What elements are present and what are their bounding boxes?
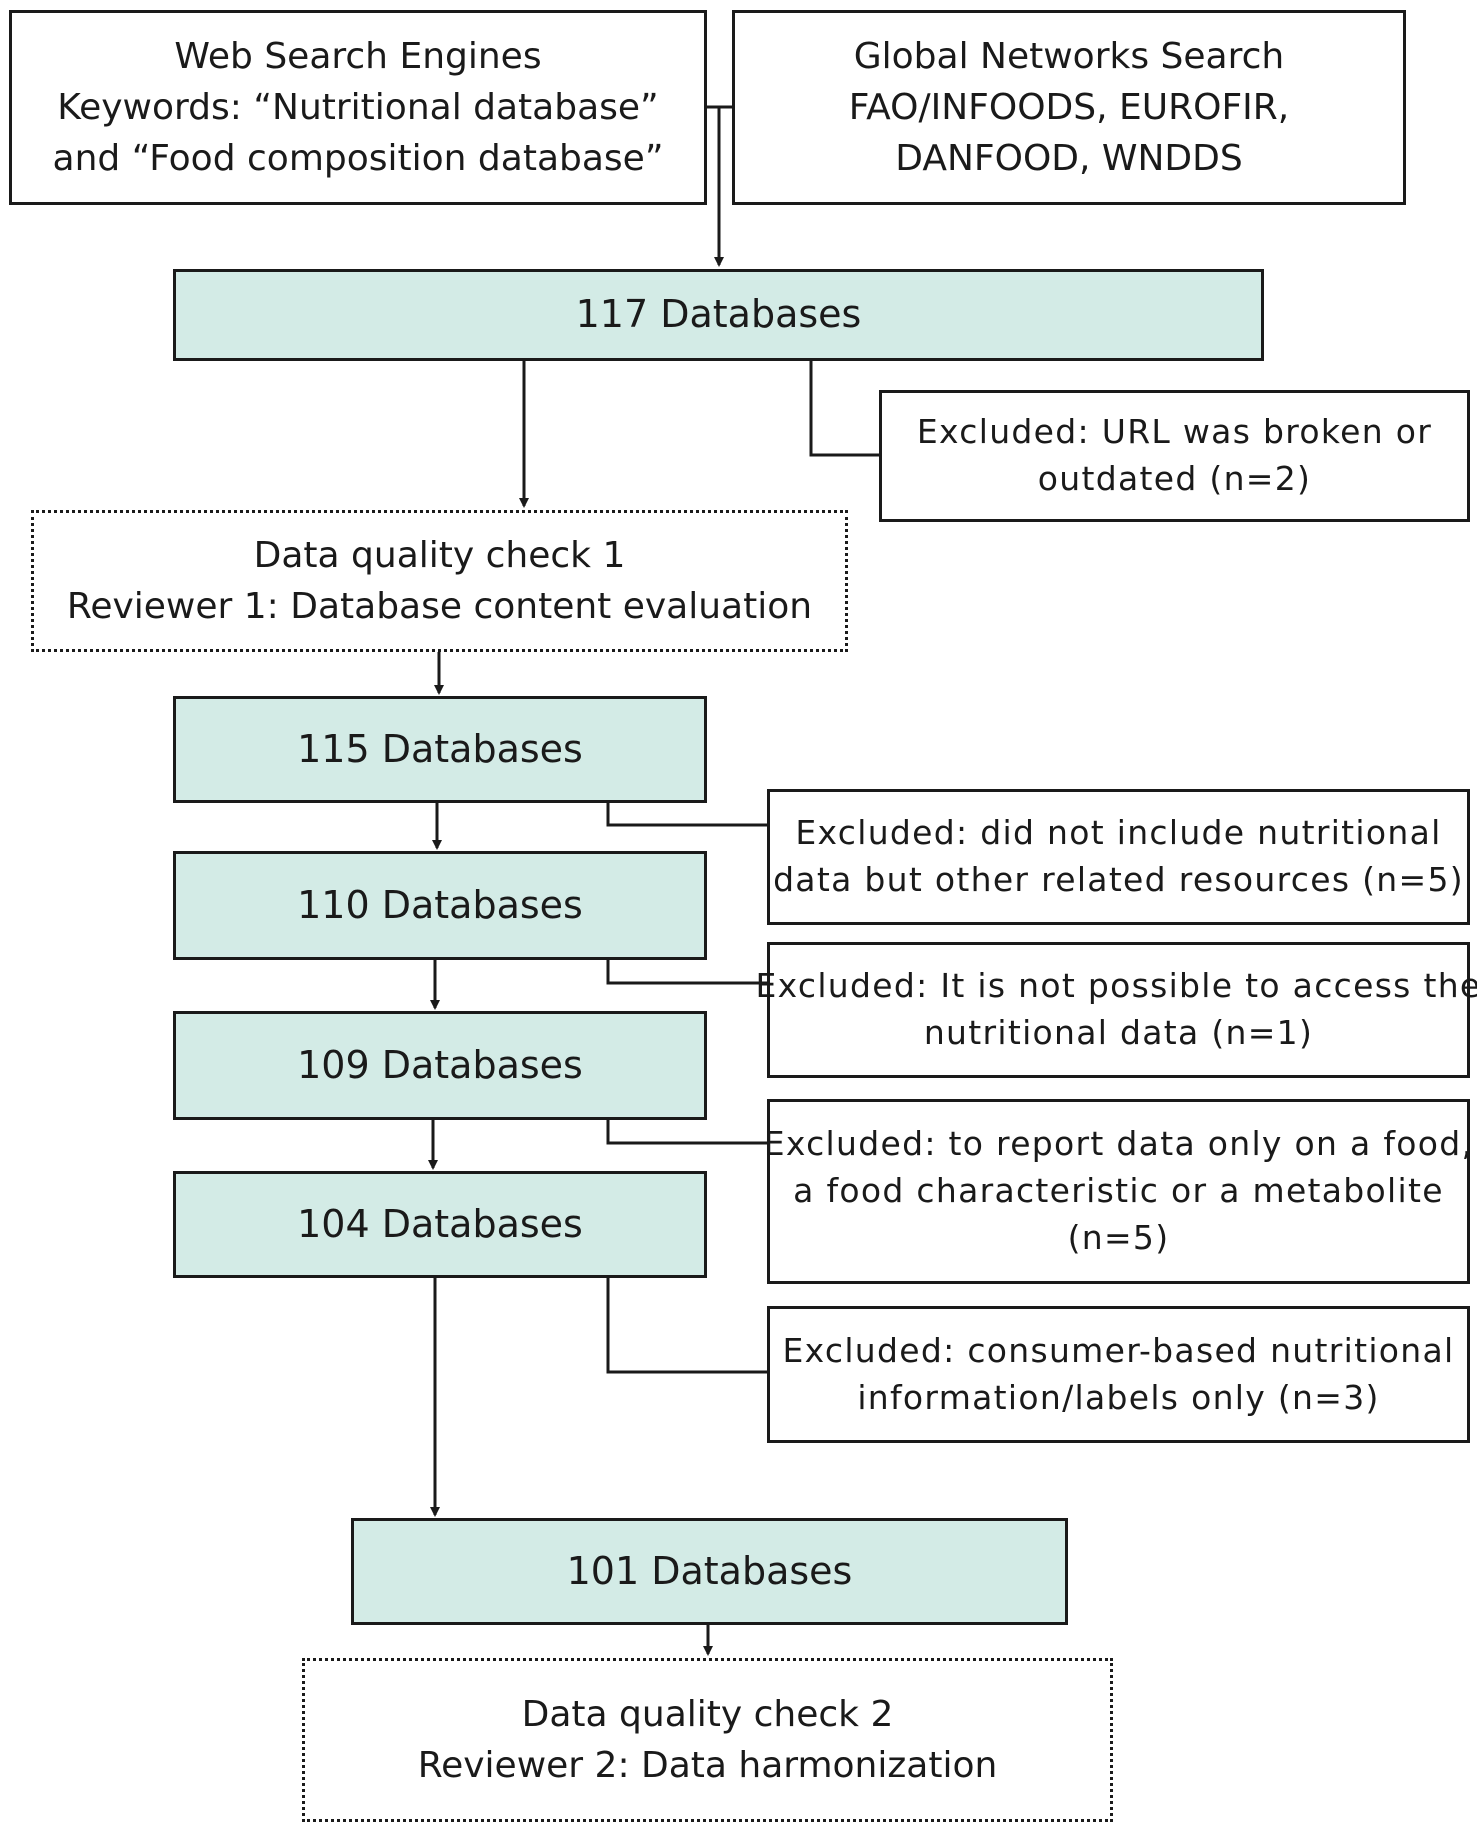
global-networks-list-2: DANFOOD, WNDDS — [895, 138, 1243, 180]
web-search-box: Web Search Engines Keywords: “Nutritiona… — [9, 10, 707, 205]
exclusion-broken-url: Excluded: URL was broken or outdated (n=… — [879, 390, 1470, 522]
branch-consumer — [606, 1278, 767, 1374]
exclusion-single-food-line-2: a food characteristic or a metabolite — [793, 1171, 1444, 1211]
data-quality-check-1: Data quality check 1 Reviewer 1: Databas… — [31, 510, 848, 652]
stage-115-label: 115 Databases — [297, 726, 583, 771]
exclusion-broken-url-line-1: Excluded: URL was broken or — [916, 412, 1433, 452]
exclusion-not-nutritional: Excluded: did not include nutritional da… — [767, 789, 1470, 925]
exclusion-no-access-line-2: nutritional data (n=1) — [923, 1013, 1314, 1052]
exclusion-no-access: Excluded: It is not possible to access t… — [755, 942, 1477, 1078]
web-search-keywords-1: Keywords: “Nutritional database” — [57, 86, 659, 128]
exclusion-no-access-line-1: Excluded: It is not possible to access t… — [755, 966, 1477, 1006]
stage-110-databases: 110 Databases — [173, 851, 707, 960]
global-networks-list-1: FAO/INFOODS, EUROFIR, — [848, 86, 1290, 128]
stage-101-databases: 101 Databases — [351, 1518, 1068, 1625]
web-search-title: Web Search Engines — [174, 35, 542, 77]
stage-104-databases: 104 Databases — [173, 1171, 707, 1278]
exclusion-consumer-line-1: Excluded: consumer-based nutritional — [782, 1330, 1455, 1370]
branch-not-nutritional — [606, 803, 767, 827]
branch-no-access — [606, 960, 767, 985]
exclusion-consumer-line-2: information/labels only (n=3) — [857, 1377, 1380, 1417]
stage-104-label: 104 Databases — [297, 1201, 583, 1246]
global-networks-box: Global Networks Search FAO/INFOODS, EURO… — [732, 10, 1406, 205]
web-search-keywords-2: and “Food composition database” — [52, 138, 664, 180]
global-networks-title: Global Networks Search — [853, 35, 1285, 77]
stage-117-databases: 117 Databases — [173, 269, 1264, 361]
branch-single-food — [606, 1120, 767, 1145]
exclusion-consumer: Excluded: consumer-based nutritional inf… — [767, 1306, 1470, 1443]
exclusion-broken-url-line-2: outdated (n=2) — [1037, 459, 1312, 498]
check1-reviewer: Reviewer 1: Database content evaluation — [66, 586, 813, 627]
stage-110-label: 110 Databases — [297, 882, 583, 927]
exclusion-not-nutritional-line-1: Excluded: did not include nutritional — [795, 813, 1442, 853]
check2-title: Data quality check 2 — [521, 1693, 894, 1735]
check1-title: Data quality check 1 — [253, 534, 626, 576]
data-quality-check-2: Data quality check 2 Reviewer 2: Data ha… — [302, 1658, 1113, 1822]
exclusion-single-food-line-3: (n=5) — [1067, 1217, 1170, 1257]
exclusion-not-nutritional-line-2: data but other related resources (n=5) — [773, 860, 1464, 899]
stage-109-databases: 109 Databases — [173, 1011, 707, 1120]
stage-115-databases: 115 Databases — [173, 696, 707, 803]
stage-101-label: 101 Databases — [566, 1548, 853, 1593]
stage-109-label: 109 Databases — [297, 1042, 583, 1087]
branch-broken-url — [809, 361, 879, 457]
exclusion-single-food-line-1: Excluded: to report data only on a food, — [763, 1124, 1474, 1164]
stage-117-label: 117 Databases — [575, 292, 862, 337]
exclusion-single-food: Excluded: to report data only on a food,… — [764, 1099, 1472, 1284]
check2-reviewer: Reviewer 2: Data harmonization — [417, 1745, 998, 1786]
